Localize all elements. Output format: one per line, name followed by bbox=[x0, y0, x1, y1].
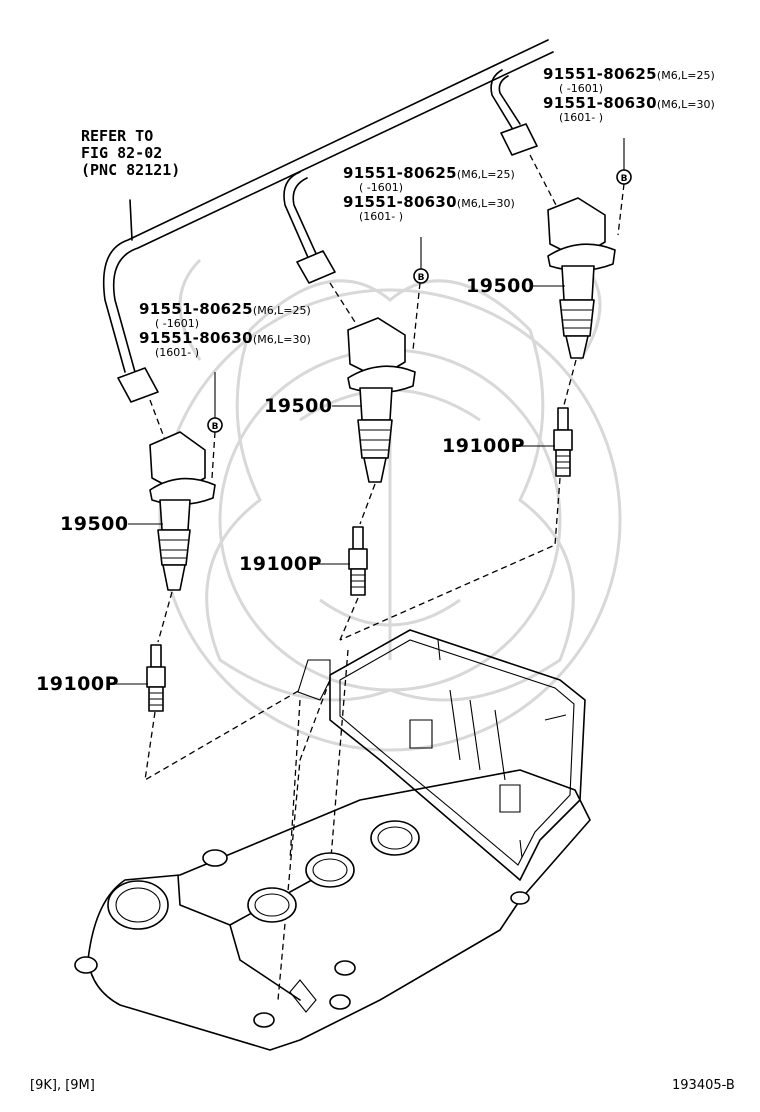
spark-plugs bbox=[146, 407, 573, 712]
label-leaders bbox=[115, 285, 565, 685]
bolt-date-range-1: ( -1601) bbox=[359, 181, 404, 194]
bolt-spec-1: (M6,L=25) bbox=[252, 304, 311, 317]
spark-plug-middle bbox=[348, 526, 368, 596]
wire-harness bbox=[102, 39, 554, 373]
ignition-coil-middle bbox=[347, 317, 416, 483]
bolt-spec-2: (M6,L=30) bbox=[656, 98, 715, 111]
spark-plug-left bbox=[146, 644, 166, 712]
coil-label-left[interactable]: 19500 bbox=[60, 513, 129, 535]
ref-marker-letter: B bbox=[621, 174, 628, 184]
bolt-date-range-2: (1601- ) bbox=[155, 346, 200, 359]
bolt-spec-1: (M6,L=25) bbox=[656, 69, 715, 82]
plug-label-left[interactable]: 19100P bbox=[36, 673, 120, 695]
bolt-part-number-2[interactable]: 91551-80630 bbox=[543, 94, 657, 112]
spark-plug-right bbox=[553, 407, 573, 477]
coil-label-right[interactable]: 19500 bbox=[466, 275, 535, 297]
bolt-date-range-1: ( -1601) bbox=[559, 82, 604, 95]
refer-note: REFER TO FIG 82-02 (PNC 82121) bbox=[81, 128, 180, 179]
bolt-spec-2: (M6,L=30) bbox=[252, 333, 311, 346]
illustration-id: 193405-B bbox=[672, 1078, 735, 1093]
bolt-callout-left[interactable]: 91551-80625(M6,L=25) ( -1601) 91551-8063… bbox=[139, 300, 311, 359]
bolt-date-range-2: (1601- ) bbox=[359, 210, 404, 223]
ref-marker-middle: B bbox=[413, 268, 429, 284]
ignition-coils bbox=[149, 197, 616, 591]
coil-label-middle[interactable]: 19500 bbox=[264, 395, 333, 417]
harness-connectors bbox=[117, 123, 538, 403]
bolt-callout-right[interactable]: 91551-80625(M6,L=25) ( -1601) 91551-8063… bbox=[543, 65, 715, 124]
model-codes: [9K], [9M] bbox=[30, 1078, 95, 1093]
ref-marker-right: B bbox=[616, 169, 632, 185]
bolt-date-range-2: (1601- ) bbox=[559, 111, 604, 124]
bolt-part-number-1[interactable]: 91551-80625 bbox=[139, 300, 253, 318]
bolt-part-number-2[interactable]: 91551-80630 bbox=[139, 329, 253, 347]
refer-line-2: FIG 82-02 bbox=[81, 144, 163, 162]
refer-line-3: (PNC 82121) bbox=[81, 161, 181, 179]
bolt-callout-middle[interactable]: 91551-80625(M6,L=25) ( -1601) 91551-8063… bbox=[343, 164, 515, 223]
installation-leaders bbox=[144, 477, 561, 1001]
bolt-part-number-1[interactable]: 91551-80625 bbox=[343, 164, 457, 182]
connector-leaders bbox=[149, 154, 557, 441]
bolt-date-range-1: ( -1601) bbox=[155, 317, 200, 330]
bolt-part-number-2[interactable]: 91551-80630 bbox=[343, 193, 457, 211]
ignition-coil-left bbox=[149, 431, 216, 591]
ref-marker-left: B bbox=[207, 417, 223, 433]
cylinder-head-cover bbox=[74, 629, 591, 1051]
ref-marker-letter: B bbox=[418, 273, 425, 283]
ignition-coil-right bbox=[547, 197, 616, 359]
coil-plug-leaders bbox=[157, 359, 577, 643]
bolt-spec-2: (M6,L=30) bbox=[456, 197, 515, 210]
bolt-spec-1: (M6,L=25) bbox=[456, 168, 515, 181]
ref-marker-letter: B bbox=[212, 422, 219, 432]
bolt-part-number-1[interactable]: 91551-80625 bbox=[543, 65, 657, 83]
plug-label-middle[interactable]: 19100P bbox=[239, 553, 323, 575]
bolt-leaders bbox=[211, 183, 625, 479]
plug-label-right[interactable]: 19100P bbox=[442, 435, 526, 457]
ref-markers: B B B bbox=[207, 138, 632, 433]
refer-line-1: REFER TO bbox=[81, 127, 154, 145]
